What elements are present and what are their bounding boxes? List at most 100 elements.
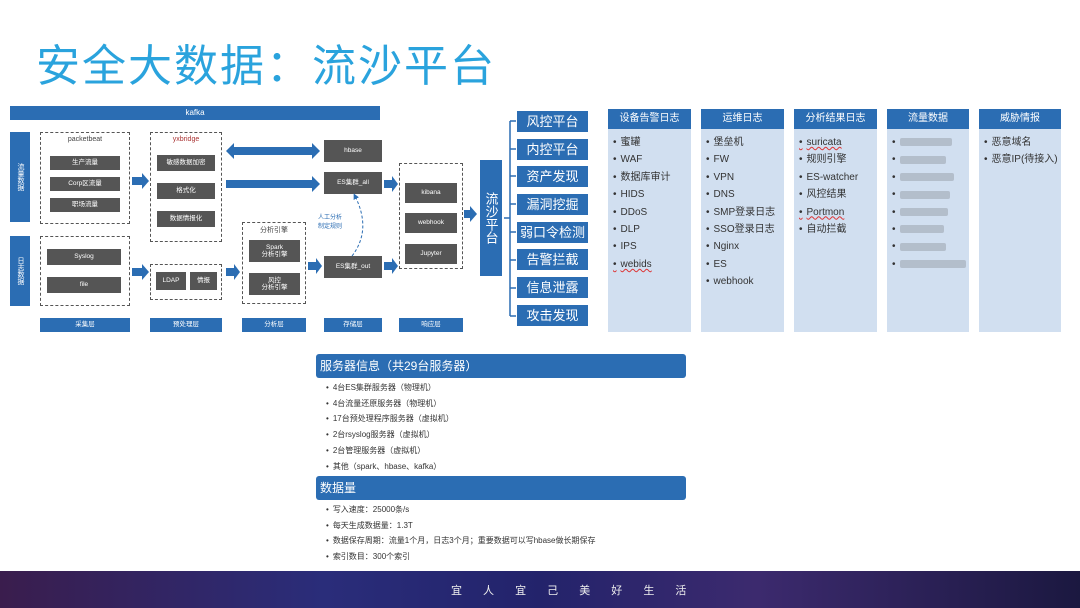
list-item: 4台ES集群服务器（物理机） [326,380,454,396]
category-asset-discovery: 资产发现 [517,166,588,187]
list-item: WAF [613,151,691,168]
page-title: 安全大数据：流沙平台 [36,42,496,91]
list-item: IPS [613,238,691,255]
list-item: SSO登录日志 [706,221,784,238]
redacted-item [892,169,969,186]
es-all-box: ES集群_all [324,172,382,194]
layer-analysis: 分析层 [242,318,306,332]
ldap-box: LDAP [156,272,186,290]
es-out-box: ES集群_out [324,256,382,278]
analysis-group: 分析引擎 [242,222,306,304]
list-item: 4台流量还原服务器（物理机） [326,396,454,412]
kafka-bar: kafka [10,106,380,120]
servers-header: 服务器信息（共29台服务器） [316,354,686,378]
list-item: ES-watcher [799,169,877,186]
list-item: 17台预处理程序服务器（虚拟机） [326,411,454,427]
traffic-box-corp: Corp区流量 [50,177,120,191]
log-box-file: file [47,277,121,293]
arrow-es-kibana [384,176,398,192]
list-item: FW [706,151,784,168]
pre-box-format: 格式化 [157,183,215,199]
list-item: DNS [706,186,784,203]
column-traffic-data: 流量数据 [887,109,969,332]
list-item: DDoS [613,204,691,221]
arrow-ldap-analysis [226,264,240,280]
column-device-alerts: 设备告警日志 蜜罐 WAF 数据库审计 HIDS DDoS DLP IPS we… [608,109,691,332]
column-header: 设备告警日志 [608,109,691,129]
layer-preprocess: 预处理层 [150,318,222,332]
column-header: 流量数据 [887,109,969,129]
arrow-analysis-es [308,258,322,274]
traffic-box-office: 职场流量 [50,198,120,212]
list-item: 每天生成数据量：1.3T [326,518,596,534]
hbase-box: hbase [324,140,382,162]
list-item: 风控结果 [799,186,877,203]
list-item: VPN [706,169,784,186]
response-group [399,163,463,269]
list-item: 2台rsyslog服务器（虚拟机） [326,427,454,443]
list-item: 2台管理服务器（虚拟机） [326,443,454,459]
log-box-syslog: Syslog [47,249,121,265]
preprocess-group: yxbridge [150,132,222,242]
arrow-pre-hbase [226,143,320,159]
footer-banner: 宜 人 宜 己 美 好 生 活 [0,571,1080,608]
list-item: 恶意域名 [984,134,1061,151]
arrow-esout-resp [384,258,398,274]
list-item: DLP [613,221,691,238]
arrow-traffic-to-pre [132,173,149,189]
list-item: 规则引擎 [799,151,877,168]
list-item: ES [706,256,784,273]
analysis-engine-title: 分析引擎 [260,227,288,234]
arch-arrows [132,143,477,280]
list-item: 蜜罐 [613,134,691,151]
redacted-list [887,129,969,273]
volume-header: 数据量 [316,476,686,500]
layer-collect: 采集层 [40,318,130,332]
spark-box: Spark 分析引擎 [249,240,300,262]
side-label-traffic: 流量数据 [10,132,30,222]
redacted-item [892,186,969,203]
webhook-box: webhook [405,213,457,233]
list-item: 恶意IP(待接入) [984,151,1061,168]
category-bracket [504,120,516,317]
list-item: webids [613,256,691,273]
list-item: 数据保存周期：流量1个月，日志3个月；重要数据可以写hbase做长期保存 [326,533,596,549]
category-vuln-mining: 漏洞挖掘 [517,194,588,215]
list-item: 其他（spark、hbase、kafka） [326,459,454,475]
redacted-item [892,134,969,151]
column-header: 运维日志 [701,109,784,129]
list-item: 自动拦截 [799,221,877,238]
layer-response: 响应层 [399,318,463,332]
kibana-box: kibana [405,183,457,203]
redacted-item [892,238,969,255]
platform-vertical-label: 流沙平台 [480,160,502,276]
column-analysis-results: 分析结果日志 suricata 规则引擎 ES-watcher 风控结果 Por… [794,109,877,332]
intel-box: 情报 [190,272,217,290]
redacted-item [892,204,969,221]
category-info-leak: 信息泄露 [517,277,588,298]
log-collect-group [40,236,130,306]
list-item: HIDS [613,186,691,203]
redacted-item [892,151,969,168]
servers-list: 4台ES集群服务器（物理机） 4台流量还原服务器（物理机） 17台预处理程序服务… [326,380,454,474]
category-attack-discovery: 攻击发现 [517,305,588,326]
arrow-pre-es [226,176,320,192]
column-threat-intel: 威胁情报 恶意域名 恶意IP(待接入) [979,109,1061,332]
yxbridge-label: yxbridge [172,136,200,143]
pre-box-encrypt: 敏感数据加密 [157,155,215,171]
arrow-to-platform [464,206,477,222]
column-header: 威胁情报 [979,109,1061,129]
traffic-collect-group: packetbeat [40,132,130,224]
column-ops-logs: 运维日志 堡垒机 FW VPN DNS SMP登录日志 SSO登录日志 Ngin… [701,109,784,332]
layer-storage: 存储层 [324,318,382,332]
list-item: webhook [706,273,784,290]
pre-box-intel: 数据情报化 [157,211,215,227]
list-item: 索引数目：300个索引 [326,549,596,565]
category-risk-control: 风控平台 [517,111,588,132]
list-item: 数据库审计 [613,169,691,186]
traffic-box-prod: 生产流量 [50,156,120,170]
list-item: SMP登录日志 [706,204,784,221]
list-item: Nginx [706,238,784,255]
side-label-logs: 日志数据 [10,236,30,306]
list-item: Portmon [799,204,877,221]
